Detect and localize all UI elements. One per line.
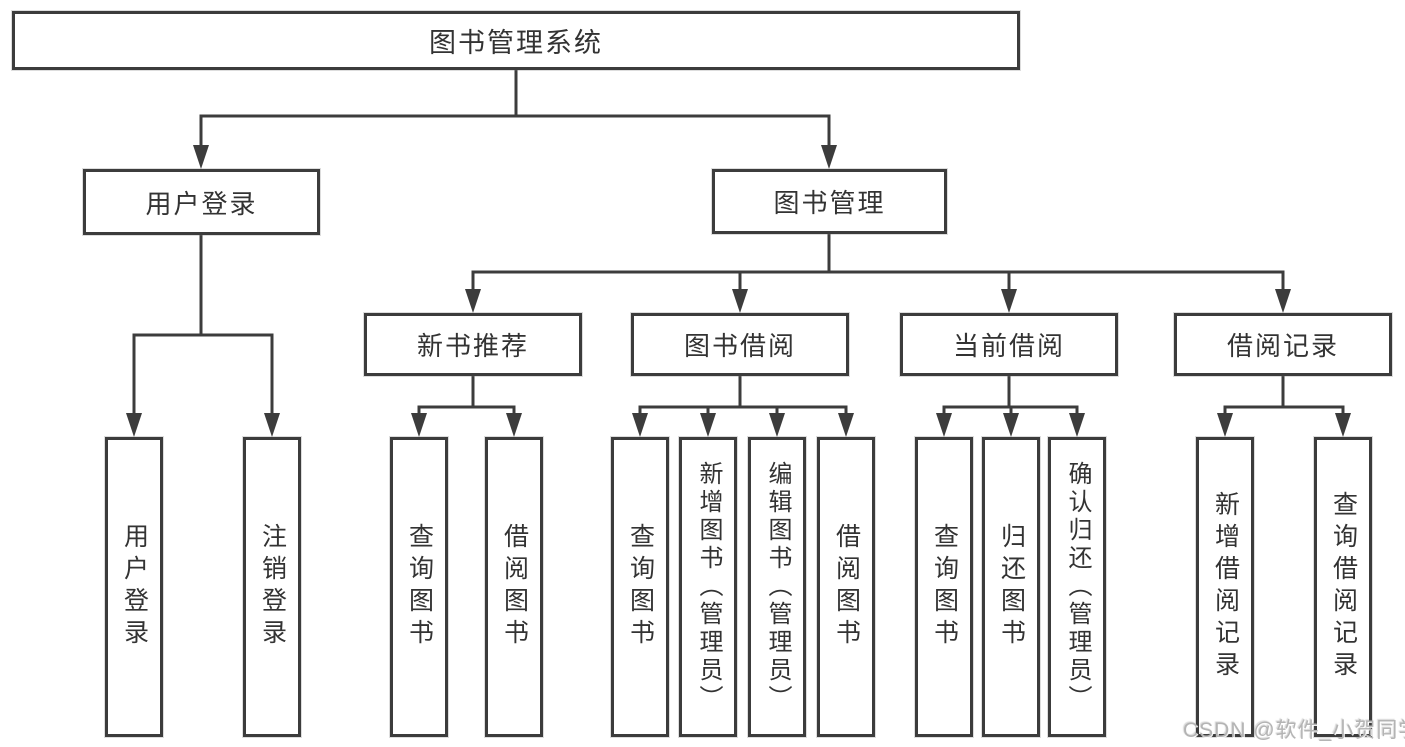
leaf-label: 查询借阅记录 xyxy=(1329,491,1358,683)
node-label: 用户登录 xyxy=(145,188,258,219)
leaf-label: 查询图书 xyxy=(626,523,655,651)
leaf-confirm-return-admin: 确认归还（管理员） xyxy=(1048,437,1106,737)
leaf-label: 归还图书 xyxy=(997,523,1026,651)
node-label: 当前借阅 xyxy=(952,331,1065,361)
leaf-label: 新增借阅记录 xyxy=(1211,491,1240,683)
leaf-query-books-current: 查询图书 xyxy=(915,437,973,737)
node-library-management-system: 图书管理系统 xyxy=(12,11,1020,70)
leaf-borrow-books: 借阅图书 xyxy=(817,437,875,737)
leaf-logout: 注销登录 xyxy=(243,437,301,737)
leaf-query-borrow-record: 查询借阅记录 xyxy=(1314,437,1372,737)
leaf-label: 借阅图书 xyxy=(500,523,529,651)
node-label: 图书管理系统 xyxy=(429,28,603,58)
node-book-borrow: 图书借阅 xyxy=(631,313,849,376)
leaf-add-borrow-record: 新增借阅记录 xyxy=(1196,437,1254,737)
node-label: 图书借阅 xyxy=(683,331,796,361)
leaf-label: 新增图书（管理员） xyxy=(695,461,722,713)
leaf-add-book-admin: 新增图书（管理员） xyxy=(679,437,737,737)
arrowheads xyxy=(126,145,1351,437)
leaf-label: 确认归还（管理员） xyxy=(1064,461,1091,713)
node-current-borrow: 当前借阅 xyxy=(900,313,1118,376)
node-label: 图书管理 xyxy=(773,188,886,218)
node-label: 新书推荐 xyxy=(416,331,529,361)
leaf-label: 借阅图书 xyxy=(832,523,861,651)
leaf-label: 用户登录 xyxy=(120,523,149,651)
node-new-book-recommend: 新书推荐 xyxy=(364,313,582,376)
leaf-label: 注销登录 xyxy=(258,523,287,651)
leaf-label: 编辑图书（管理员） xyxy=(764,461,791,713)
csdn-watermark: CSDN @软件_小贺同学 xyxy=(1183,719,1405,742)
leaf-return-book: 归还图书 xyxy=(982,437,1040,737)
leaf-label: 查询图书 xyxy=(930,523,959,651)
leaf-label: 查询图书 xyxy=(405,523,434,651)
leaf-edit-book-admin: 编辑图书（管理员） xyxy=(748,437,806,737)
leaf-query-books-recommend: 查询图书 xyxy=(390,437,448,737)
node-book-management: 图书管理 xyxy=(712,169,947,234)
node-user-login: 用户登录 xyxy=(83,169,320,235)
leaf-borrow-books-recommend: 借阅图书 xyxy=(485,437,543,737)
leaf-query-books-borrow: 查询图书 xyxy=(611,437,669,737)
leaf-user-login: 用户登录 xyxy=(105,437,163,737)
node-label: 借阅记录 xyxy=(1226,331,1339,361)
node-borrow-records: 借阅记录 xyxy=(1174,313,1392,376)
